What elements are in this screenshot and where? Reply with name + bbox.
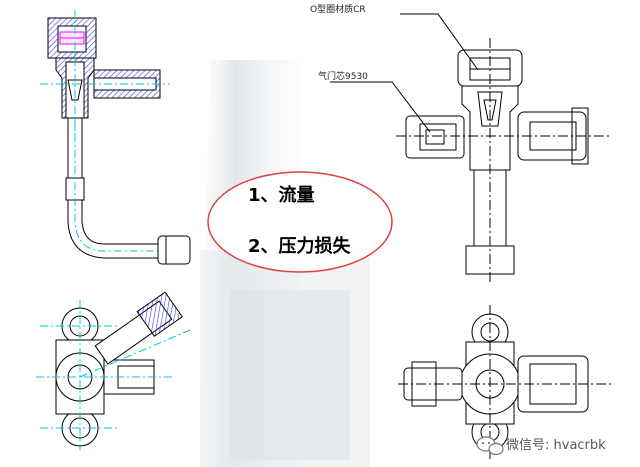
valve-section-view-right (330, 13, 612, 285)
topic-ellipse: 1、流量 2、压力损失 (207, 171, 393, 273)
valve-section-view-left (40, 10, 191, 265)
background-texture (200, 60, 370, 467)
topic-flow: 1、流量 (248, 184, 315, 206)
valve-top-view-right (398, 305, 612, 460)
annotation-oring-material: O型圈材质CR (310, 3, 366, 15)
annotation-valve-core: 气门芯9530 (318, 70, 368, 82)
wechat-icon (476, 436, 504, 456)
topic-pressure-loss: 2、压力损失 (248, 235, 352, 257)
valve-top-view-left (36, 291, 191, 450)
watermark: 微信号: hvacrbk (476, 436, 606, 456)
watermark-text: 微信号: hvacrbk (506, 438, 606, 453)
